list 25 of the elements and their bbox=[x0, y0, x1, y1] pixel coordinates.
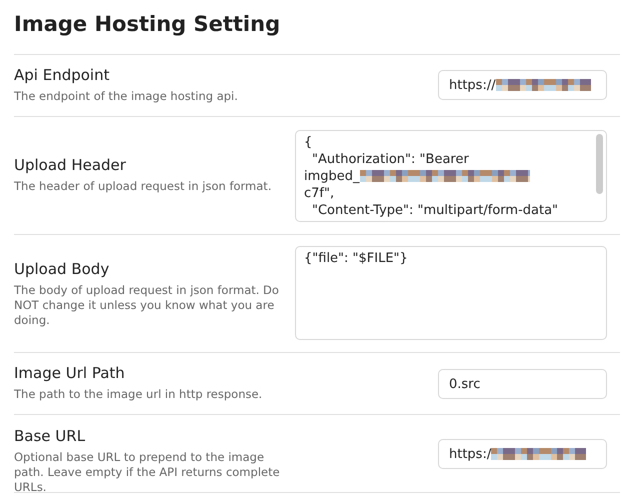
field-value: https:/ bbox=[449, 446, 492, 462]
field-description: The path to the image url in http response. bbox=[14, 387, 264, 402]
text-area bbox=[295, 246, 607, 340]
field-value: c7f", bbox=[304, 186, 334, 201]
field-label: Upload Body bbox=[14, 260, 110, 278]
field-value: https:// bbox=[449, 78, 496, 92]
field-value: "Content-Type": "multipart/form-data" bbox=[312, 203, 558, 218]
field-value: 0.src bbox=[449, 376, 480, 392]
input-field bbox=[438, 70, 607, 100]
field-label: Base URL bbox=[14, 427, 86, 445]
input-field bbox=[438, 439, 607, 469]
field-label: Image Url Path bbox=[14, 364, 126, 382]
field-description: The header of upload request in json format. bbox=[14, 179, 272, 194]
field-label: Upload Header bbox=[14, 156, 127, 174]
field-value: imgbed_ bbox=[304, 169, 360, 184]
field-value: {"file": "$FILE"} bbox=[304, 251, 408, 266]
field-label: Api Endpoint bbox=[14, 66, 110, 84]
page-title: Image Hosting Setting bbox=[14, 12, 280, 36]
field-description: The endpoint of the image hosting api. bbox=[14, 89, 239, 104]
field-value: "Authorization": "Bearer bbox=[312, 152, 469, 167]
text-area bbox=[295, 130, 607, 222]
field-description: Optional base URL to prepend to the image path. Leave empty if the API returns complete URLs. bbox=[14, 450, 281, 495]
input-field bbox=[438, 369, 607, 399]
field-value: { bbox=[304, 135, 312, 150]
field-description: The body of upload request in json format. Do NOT change it unless you know what you are doing. bbox=[14, 283, 280, 328]
